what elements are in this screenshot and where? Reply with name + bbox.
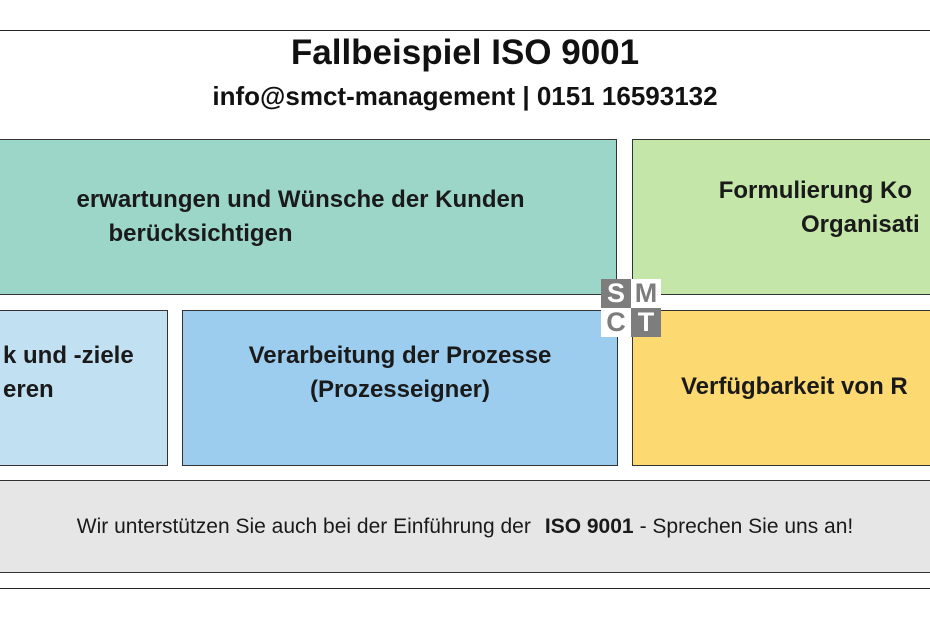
box-formulation-text: Formulierung Ko Organisati — [711, 174, 920, 242]
box-policy-goals-text: k und -ziele eren — [3, 339, 134, 407]
box-formulation-line2: Organisati — [801, 211, 920, 238]
bottom-divider — [0, 588, 930, 589]
box-formulation-line1: Formulierung Ko — [718, 177, 913, 204]
footer-banner: Wir unterstützen Sie auch bei der Einfüh… — [0, 480, 930, 573]
box-customer-expectations-line2: berücksichtigen — [108, 220, 293, 247]
footer-text-after: - Sprechen Sie uns an! — [639, 514, 854, 538]
box-policy-goals: k und -ziele eren — [0, 310, 168, 466]
footer-text-before: Wir unterstützen Sie auch bei der Einfüh… — [76, 514, 531, 538]
box-process-processing-text: Verarbeitung der Prozesse (Prozesseigner… — [249, 339, 552, 407]
box-process-processing: Verarbeitung der Prozesse (Prozesseigner… — [182, 310, 618, 466]
box-policy-goals-line2: eren — [3, 376, 54, 403]
logo-letter-m: M — [631, 279, 661, 308]
box-customer-expectations: erwartungen und Wünsche der Kunden berüc… — [0, 139, 617, 295]
logo-letter-s: S — [601, 279, 631, 308]
box-customer-expectations-text: erwartungen und Wünsche der Kunden berüc… — [76, 183, 524, 251]
contact-line: info@smct-management | 0151 16593132 — [212, 81, 718, 111]
smct-logo: S M C T — [601, 279, 661, 337]
box-process-processing-line2: (Prozesseigner) — [309, 376, 491, 403]
top-divider — [0, 30, 930, 31]
box-customer-expectations-line1: erwartungen und Wünsche der Kunden — [76, 186, 525, 213]
box-availability-text: Verfügbarkeit von R — [681, 370, 908, 404]
box-availability: Verfügbarkeit von R — [632, 310, 930, 466]
logo-letter-t: T — [631, 308, 661, 337]
logo-letter-c: C — [601, 308, 631, 337]
box-process-processing-line1: Verarbeitung der Prozesse — [248, 342, 552, 369]
header: Fallbeispiel ISO 9001 info@smct-manageme… — [0, 33, 930, 113]
box-formulation: Formulierung Ko Organisati — [632, 139, 930, 295]
box-availability-line1: Verfügbarkeit von R — [681, 373, 908, 400]
page-title: Fallbeispiel ISO 9001 — [290, 33, 640, 72]
footer-highlight: ISO 9001 — [544, 514, 634, 538]
box-policy-goals-line1: k und -ziele — [3, 342, 134, 369]
